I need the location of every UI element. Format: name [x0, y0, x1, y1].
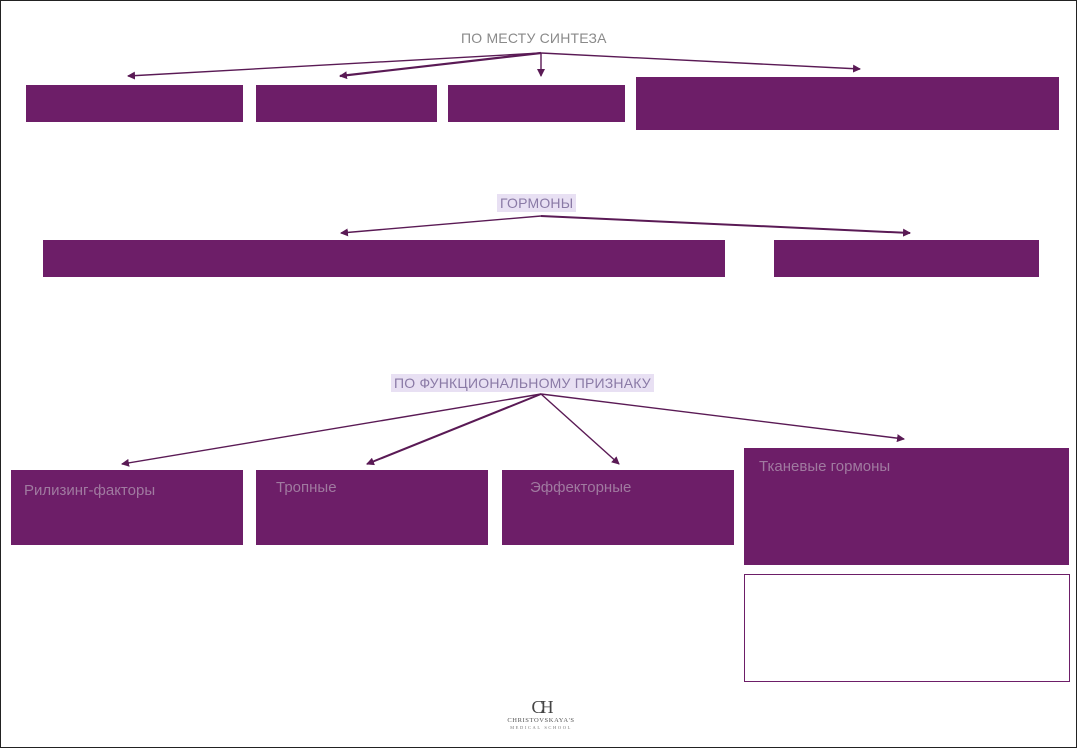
function-box-label: Эффекторные: [530, 479, 632, 496]
arrow-site-2: [339, 51, 542, 80]
arrow-root-right: [540, 215, 911, 237]
school-logo: CH CHRISTOVSKAYA'S MEDICAL SCHOOL: [501, 697, 581, 741]
empty-answer-box: [744, 574, 1070, 682]
arrow-func-3: [540, 393, 620, 465]
function-box-label: Тропные: [276, 479, 337, 496]
site-heading: ПО МЕСТУ СИНТЕЗА: [461, 30, 607, 46]
class-box-right: [774, 240, 1039, 277]
function-box-effector: Эффекторные: [502, 470, 734, 545]
function-box-label: Рилизинг-факторы: [24, 482, 156, 499]
root-heading: ГОРМОНЫ: [497, 194, 577, 212]
logo-subtitle: MEDICAL SCHOOL: [510, 725, 572, 730]
site-box-3: [448, 85, 625, 122]
arrow-func-1: [121, 393, 542, 467]
function-box-tissue: Тканевые гормоны: [744, 448, 1069, 565]
site-box-2: [256, 85, 437, 122]
function-box-label: Тканевые гормоны: [759, 458, 891, 475]
site-box-1: [26, 85, 243, 122]
logo-monogram: CH: [531, 697, 553, 717]
site-box-4: [636, 77, 1059, 130]
function-box-tropic: Тропные: [256, 470, 488, 545]
class-box-left: [43, 240, 725, 277]
arrow-func-4: [540, 393, 905, 443]
arrow-root-left: [340, 215, 542, 237]
function-heading: ПО ФУНКЦИОНАЛЬНОМУ ПРИЗНАКУ: [391, 374, 654, 392]
function-box-releasing: Рилизинг-факторы: [11, 470, 243, 545]
arrow-site-1: [127, 52, 542, 80]
logo-name: CHRISTOVSKAYA'S: [507, 717, 575, 724]
arrow-func-2: [366, 393, 542, 466]
arrow-site-4: [540, 52, 861, 73]
